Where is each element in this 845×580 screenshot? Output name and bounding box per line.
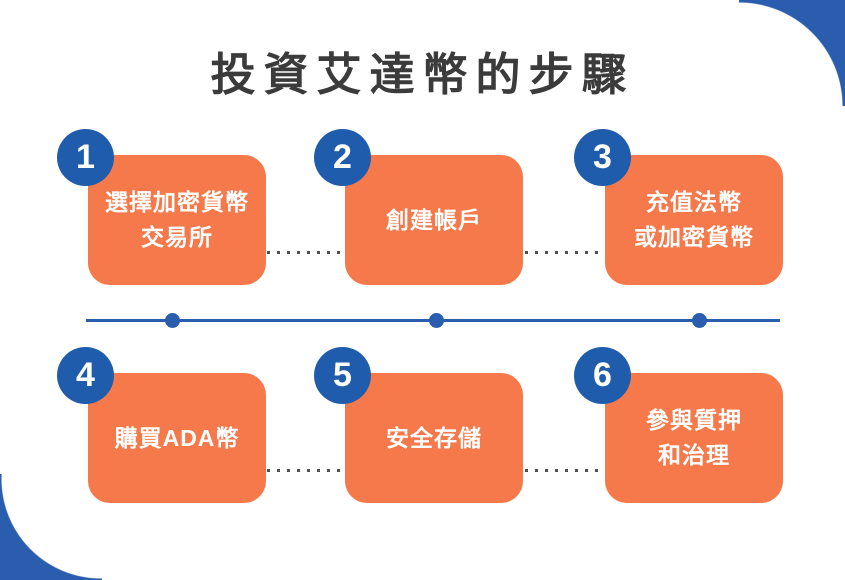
step-label-line: 創建帳戶: [386, 206, 482, 233]
step-card: 充值法幣 或加密貨幣: [605, 155, 783, 285]
step-4: 購買ADA幣 4: [57, 347, 266, 503]
step-label-line: 或加密貨幣: [634, 224, 754, 250]
timeline-dot: [692, 313, 707, 328]
dotted-connector: [525, 469, 603, 472]
step-card: 選擇加密貨幣 交易所: [88, 155, 266, 285]
corner-decoration-top-right: [739, 0, 845, 106]
step-label-line: 購買ADA幣: [114, 424, 240, 451]
timeline-dot: [165, 313, 180, 328]
step-number-badge: 3: [574, 129, 631, 186]
step-3: 充值法幣 或加密貨幣 3: [574, 129, 783, 285]
step-number-badge: 4: [57, 347, 114, 404]
step-label-line: 參與質押: [646, 407, 742, 433]
step-6: 參與質押 和治理 6: [574, 347, 783, 503]
timeline-divider: [86, 313, 780, 328]
step-label-line: 安全存儲: [386, 424, 482, 451]
page-title: 投資艾達幣的步驟: [210, 49, 635, 100]
step-label-line: 充值法幣: [646, 189, 742, 215]
step-label-line: 和治理: [658, 442, 730, 468]
step-1: 選擇加密貨幣 交易所 1: [57, 129, 266, 285]
dotted-connector: [267, 469, 343, 472]
step-5: 安全存儲 5: [314, 347, 523, 503]
dotted-connector: [525, 251, 603, 254]
timeline-dot: [429, 313, 444, 328]
step-label-line: 交易所: [141, 224, 213, 250]
step-card: 創建帳戶: [345, 155, 523, 285]
step-number-badge: 1: [57, 129, 114, 186]
step-2: 創建帳戶 2: [314, 129, 523, 285]
corner-decoration-bottom-left: [0, 474, 102, 580]
step-card: 參與質押 和治理: [605, 373, 783, 503]
step-number-badge: 6: [574, 347, 631, 404]
step-card: 購買ADA幣: [88, 373, 266, 503]
dotted-connector: [267, 251, 343, 254]
step-label-line: 選擇加密貨幣: [105, 189, 249, 215]
step-card: 安全存儲: [345, 373, 523, 503]
step-number-badge: 2: [314, 129, 371, 186]
step-number-badge: 5: [314, 347, 371, 404]
